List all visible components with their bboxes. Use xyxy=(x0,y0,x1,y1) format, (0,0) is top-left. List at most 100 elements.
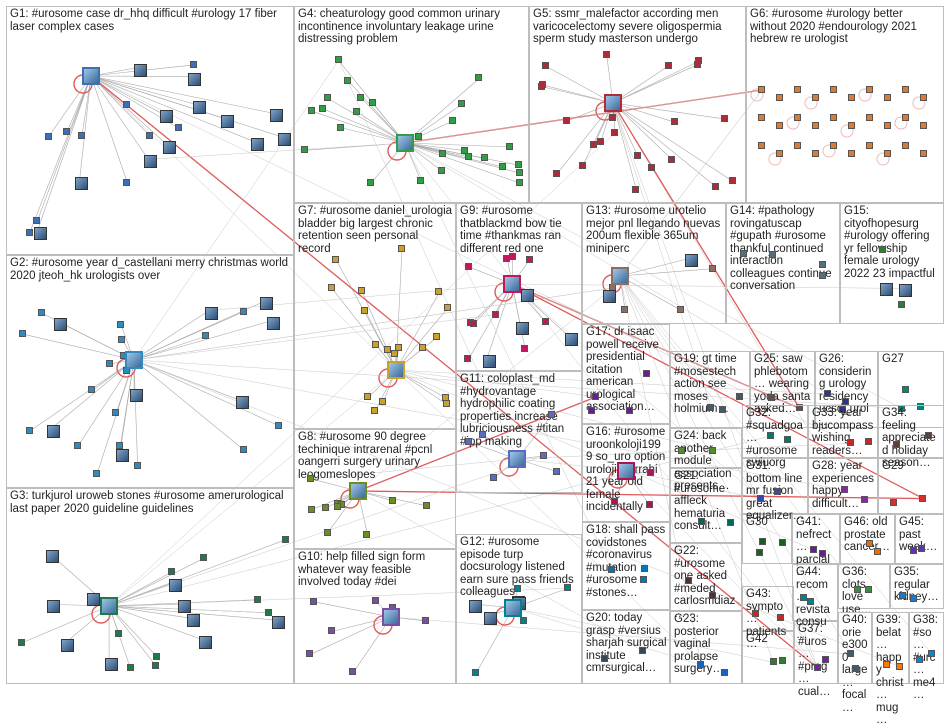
user-node[interactable] xyxy=(647,469,654,476)
user-node[interactable] xyxy=(902,142,909,149)
user-node[interactable] xyxy=(78,132,85,139)
user-node[interactable] xyxy=(423,502,430,509)
user-node[interactable] xyxy=(812,94,819,101)
user-node[interactable] xyxy=(123,179,130,186)
user-node[interactable] xyxy=(332,256,339,263)
user-node[interactable] xyxy=(919,495,926,502)
user-node[interactable] xyxy=(115,630,122,637)
user-node[interactable] xyxy=(822,656,829,663)
user-node[interactable] xyxy=(337,124,344,131)
user-node[interactable] xyxy=(542,62,549,69)
user-node[interactable] xyxy=(707,404,714,411)
user-node[interactable] xyxy=(369,99,376,106)
user-node[interactable] xyxy=(812,150,819,157)
user-avatar-node[interactable] xyxy=(47,600,60,613)
user-node[interactable] xyxy=(334,503,341,510)
user-node[interactable] xyxy=(634,152,641,159)
user-node[interactable] xyxy=(779,539,786,546)
user-node[interactable] xyxy=(564,584,571,591)
user-node[interactable] xyxy=(866,142,873,149)
user-node[interactable] xyxy=(358,287,365,294)
user-node[interactable] xyxy=(443,400,450,407)
user-avatar-node[interactable] xyxy=(484,612,497,625)
user-node[interactable] xyxy=(794,86,801,93)
user-avatar-node[interactable] xyxy=(236,396,249,409)
user-node[interactable] xyxy=(282,536,289,543)
user-node[interactable] xyxy=(479,431,486,438)
user-node[interactable] xyxy=(526,256,533,263)
user-node[interactable] xyxy=(677,306,684,313)
user-avatar-node[interactable] xyxy=(469,600,482,613)
user-node[interactable] xyxy=(621,306,628,313)
user-node[interactable] xyxy=(435,288,442,295)
user-node[interactable] xyxy=(328,627,335,634)
user-node[interactable] xyxy=(202,332,209,339)
user-node[interactable] xyxy=(884,122,891,129)
user-avatar-node[interactable] xyxy=(516,322,529,335)
user-node[interactable] xyxy=(490,474,497,481)
user-node[interactable] xyxy=(357,94,364,101)
user-node[interactable] xyxy=(38,309,45,316)
user-node[interactable] xyxy=(324,94,331,101)
hub-node[interactable] xyxy=(611,267,629,285)
user-node[interactable] xyxy=(240,446,247,453)
user-avatar-node[interactable] xyxy=(187,614,200,627)
user-avatar-node[interactable] xyxy=(221,115,234,128)
user-node[interactable] xyxy=(588,407,595,414)
user-node[interactable] xyxy=(353,108,360,115)
user-avatar-node[interactable] xyxy=(565,333,578,346)
user-node[interactable] xyxy=(770,658,777,665)
user-avatar-node[interactable] xyxy=(251,138,264,151)
user-node[interactable] xyxy=(830,114,837,121)
user-avatar-node[interactable] xyxy=(61,639,74,652)
user-node[interactable] xyxy=(611,498,618,505)
user-node[interactable] xyxy=(902,386,909,393)
user-node[interactable] xyxy=(18,639,25,646)
user-node[interactable] xyxy=(306,650,313,657)
user-node[interactable] xyxy=(563,117,570,124)
user-node[interactable] xyxy=(118,336,125,343)
hub-node[interactable] xyxy=(617,462,635,480)
user-node[interactable] xyxy=(776,150,783,157)
user-node[interactable] xyxy=(640,576,647,583)
user-node[interactable] xyxy=(465,153,472,160)
user-node[interactable] xyxy=(916,656,923,663)
user-node[interactable] xyxy=(63,128,70,135)
user-avatar-node[interactable] xyxy=(880,283,893,296)
user-node[interactable] xyxy=(678,447,685,454)
user-avatar-node[interactable] xyxy=(278,133,291,146)
user-node[interactable] xyxy=(514,585,521,592)
user-node[interactable] xyxy=(893,441,900,448)
user-node[interactable] xyxy=(379,398,386,405)
user-avatar-node[interactable] xyxy=(199,636,212,649)
user-node[interactable] xyxy=(865,586,872,593)
user-node[interactable] xyxy=(372,341,379,348)
user-node[interactable] xyxy=(349,668,356,675)
user-node[interactable] xyxy=(776,122,783,129)
user-node[interactable] xyxy=(898,301,905,308)
hub-node[interactable] xyxy=(396,134,414,152)
user-node[interactable] xyxy=(727,519,734,526)
user-node[interactable] xyxy=(848,150,855,157)
user-node[interactable] xyxy=(643,370,650,377)
user-node[interactable] xyxy=(668,156,675,163)
user-avatar-node[interactable] xyxy=(163,141,176,154)
user-avatar-node[interactable] xyxy=(521,289,534,302)
user-node[interactable] xyxy=(265,609,272,616)
user-node[interactable] xyxy=(415,133,422,140)
user-node[interactable] xyxy=(254,596,261,603)
hub-node[interactable] xyxy=(125,351,143,369)
user-node[interactable] xyxy=(768,394,775,401)
user-node[interactable] xyxy=(88,386,95,393)
user-node[interactable] xyxy=(539,81,546,88)
user-node[interactable] xyxy=(515,161,522,168)
user-node[interactable] xyxy=(866,86,873,93)
user-avatar-node[interactable] xyxy=(116,449,129,462)
user-avatar-node[interactable] xyxy=(193,101,206,114)
user-node[interactable] xyxy=(646,501,653,508)
hub-node[interactable] xyxy=(349,482,367,500)
user-node[interactable] xyxy=(884,150,891,157)
user-node[interactable] xyxy=(920,150,927,157)
user-node[interactable] xyxy=(391,350,398,357)
user-node[interactable] xyxy=(310,598,317,605)
